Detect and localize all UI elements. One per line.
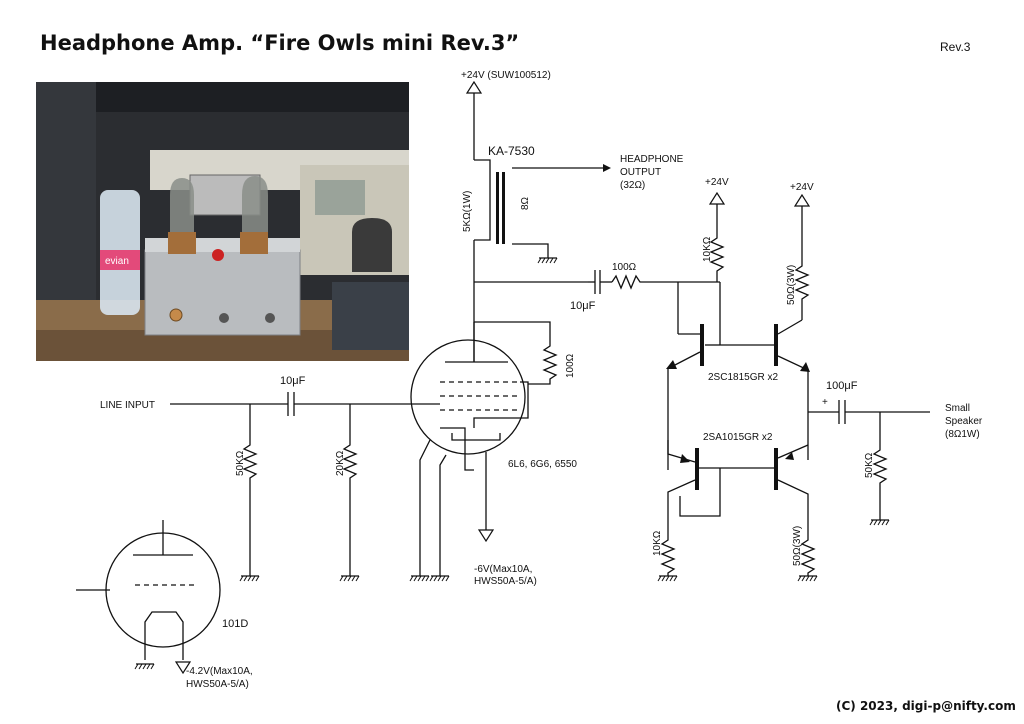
label-r-50k-in: 50KΩ — [235, 450, 246, 476]
page-title: Headphone Amp. “Fire Owls mini Rev.3” — [40, 31, 519, 55]
label-r-10k-bot: 10KΩ — [652, 530, 663, 556]
label-v24-a: +24V — [705, 177, 729, 188]
b-plus-supply: +24V (SUW100512) — [461, 70, 551, 160]
label-r-50k-out: 50KΩ — [864, 452, 875, 478]
label-r-50-top: 50Ω(3W) — [786, 265, 797, 305]
label-hp-out-3: (32Ω) — [620, 180, 645, 191]
label-r-100-screen: 100Ω — [565, 353, 576, 378]
supply-24v-b: +24V 50Ω(3W) — [786, 182, 814, 320]
label-v24-b: +24V — [790, 182, 814, 193]
label-r-50-bot: 50Ω(3W) — [792, 526, 803, 566]
label-b-plus: +24V (SUW100512) — [461, 70, 551, 81]
amplifier-photo: evian — [36, 82, 409, 361]
supply-24v-a: +24V 10KΩ — [702, 177, 729, 282]
line-input: LINE INPUT 10μF — [100, 375, 405, 416]
bottle-label: evian — [105, 256, 129, 267]
label-q-pnp: 2SA1015GR x2 — [703, 432, 773, 443]
label-q-npn: 2SC1815GR x2 — [708, 372, 778, 383]
label-hp-out-2: OUTPUT — [620, 167, 661, 178]
label-spk-2: Speaker — [945, 416, 983, 427]
revision-label: Rev.3 — [940, 40, 971, 54]
resistor-20k-input: 20KΩ — [335, 404, 360, 582]
label-hp-out-1: HEADPHONE — [620, 154, 684, 165]
power-tube: 6L6, 6G6, 6550 100Ω -6V(Max10A, HWS50A-5… — [405, 321, 577, 587]
label-r-10k-top: 10KΩ — [702, 236, 713, 262]
label-spk-3: (8Ω1W) — [945, 429, 980, 440]
label-c-plus: + — [822, 397, 828, 408]
resistor-50k-output: 50KΩ — [864, 412, 890, 526]
resistor-50k-input: 50KΩ — [235, 404, 260, 582]
label-transformer: KA-7530 — [488, 144, 535, 158]
label-line-input: LINE INPUT — [100, 400, 155, 411]
label-tube-main: 6L6, 6G6, 6550 — [508, 459, 577, 470]
label-c-10u-out: 10μF — [570, 300, 596, 312]
output-transformer: KA-7530 5KΩ(1W) 8Ω HEADPHONE OUTPUT (32Ω… — [462, 144, 684, 264]
label-c-10u-in: 10μF — [280, 375, 306, 387]
output-cap-100uf: 100μF + — [808, 380, 930, 424]
coupling-cap-10uf-out: 10μF — [570, 270, 612, 312]
label-r-20k-in: 20KΩ — [335, 450, 346, 476]
tube-101d: 101D -4.2V(Max10A, HWS50A-5/A) — [76, 520, 253, 690]
npn-pair: 2SC1815GR x2 — [666, 282, 810, 470]
label-spk-1: Small — [945, 403, 970, 414]
label-c-100u: 100μF — [826, 380, 858, 392]
speaker-output: Small Speaker (8Ω1W) — [945, 403, 983, 440]
label-r-100-series: 100Ω — [612, 262, 637, 273]
label-tube-101d: 101D — [222, 618, 248, 630]
label-neg6-1: -6V(Max10A, — [474, 564, 532, 575]
label-r-5k: 5KΩ(1W) — [462, 191, 473, 232]
pnp-pair: 2SA1015GR x2 10KΩ 50Ω(3W) — [652, 432, 818, 582]
label-neg42-2: HWS50A-5/A) — [186, 679, 249, 690]
copyright: (C) 2023, digi-p@nifty.com — [836, 699, 1016, 713]
label-neg6-2: HWS50A-5/A) — [474, 576, 537, 587]
label-neg42-1: -4.2V(Max10A, — [186, 666, 253, 677]
resistor-100-ohm-series: 100Ω — [611, 262, 720, 290]
label-z-8: 8Ω — [520, 196, 531, 210]
